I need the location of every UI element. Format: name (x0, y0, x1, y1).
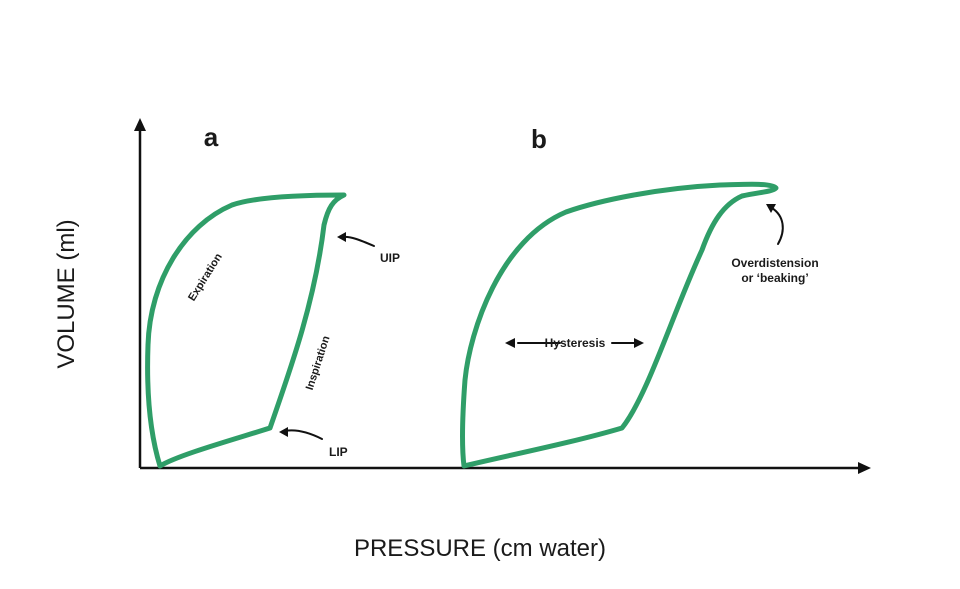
overdistension-pointer-head (766, 204, 776, 213)
overdistension-label-line1: Overdistension (731, 256, 818, 270)
hysteresis-right-arrowhead (634, 338, 644, 348)
panel-b-pv-loop (460, 181, 779, 469)
lip-pointer (284, 429, 323, 440)
hysteresis-label: Hysteresis (545, 336, 606, 350)
overdistension-label-line2: or ‘beaking’ (741, 271, 808, 285)
uip-pointer-head (337, 232, 346, 242)
uip-label: UIP (380, 251, 400, 265)
axes (134, 118, 871, 474)
lip-label: LIP (329, 445, 348, 459)
lip-pointer-head (279, 427, 288, 437)
x-axis-arrowhead (858, 462, 871, 474)
panel-a-pv-loop (145, 192, 347, 469)
uip-pointer (342, 235, 375, 247)
hysteresis-left-arrowhead (505, 338, 515, 348)
panel-b-letter: b (531, 124, 547, 154)
panel-a-letter: a (204, 122, 219, 152)
y-axis-title: VOLUME (ml) (53, 219, 80, 368)
overdistension-pointer (771, 207, 784, 245)
y-axis-arrowhead (134, 118, 146, 131)
expiration-label: Expiration (186, 251, 225, 303)
inspiration-label: Inspiration (304, 334, 333, 391)
x-axis-title: PRESSURE (cm water) (354, 535, 606, 562)
